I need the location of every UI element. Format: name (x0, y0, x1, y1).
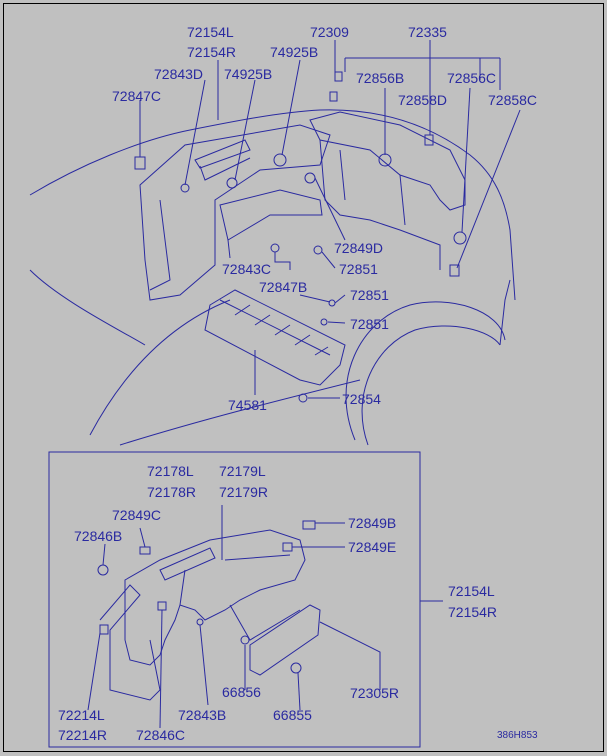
screw-icon (328, 299, 336, 307)
screw-icon (270, 243, 280, 253)
clip-icon (378, 153, 392, 167)
label-74925B-2: 74925B (224, 66, 272, 82)
rear-trim-panel (309, 111, 466, 211)
label-72849B: 72849B (348, 515, 396, 531)
label-72335: 72335 (408, 24, 447, 40)
label-72305R: 72305R (350, 685, 399, 701)
label-72851-a: 72851 (339, 261, 378, 277)
label-72849C: 72849C (112, 507, 161, 523)
inset-assembly-drawing (87, 505, 381, 729)
clip-icon (99, 624, 109, 635)
label-72847C: 72847C (112, 88, 161, 104)
label-72214L: 72214L (58, 707, 105, 723)
clip-icon (304, 172, 316, 184)
screw-icon (290, 662, 302, 674)
clip-icon (226, 177, 238, 189)
left-side-trim (139, 124, 331, 301)
label-72851-c: 72851 (350, 316, 389, 332)
label-72849D: 72849D (334, 240, 383, 256)
label-72154L-top: 72154L (187, 24, 234, 40)
main-assembly-drawing (29, 40, 521, 446)
clip-icon (157, 601, 167, 611)
diagram-code: 386H853 (497, 730, 538, 741)
screw-icon (298, 393, 308, 403)
screw-icon (196, 618, 204, 626)
label-72309: 72309 (310, 24, 349, 40)
clip-icon (282, 542, 293, 552)
label-72178L: 72178L (147, 463, 194, 479)
cover-panel (249, 604, 321, 676)
label-66855: 66855 (273, 707, 312, 723)
label-72856B: 72856B (356, 70, 404, 86)
label-72179L: 72179L (219, 463, 266, 479)
bolt-icon (180, 183, 190, 193)
label-72854: 72854 (342, 391, 381, 407)
label-72178R: 72178R (147, 484, 196, 500)
label-74925B-1: 74925B (270, 44, 318, 60)
label-72214R: 72214R (58, 727, 107, 743)
label-72849E: 72849E (348, 539, 396, 555)
screw-icon (320, 318, 328, 326)
clip-icon (302, 520, 316, 530)
wheel-arch (345, 301, 506, 441)
label-72843B: 72843B (178, 707, 226, 723)
clip-icon (334, 71, 343, 82)
label-72846C: 72846C (136, 727, 185, 743)
inset-box (48, 451, 421, 748)
label-72846B: 72846B (74, 528, 122, 544)
label-72858C: 72858C (488, 92, 537, 108)
label-74581: 74581 (228, 397, 267, 413)
label-72843C: 72843C (222, 261, 271, 277)
label-72858D: 72858D (398, 92, 447, 108)
label-72179R: 72179R (219, 484, 268, 500)
label-72154R-inset: 72154R (448, 604, 497, 620)
clip-icon (134, 156, 146, 170)
screw-icon (313, 245, 323, 255)
clip-icon (449, 264, 460, 277)
label-72154L-inset: 72154L (448, 583, 495, 599)
label-72851-b: 72851 (350, 287, 389, 303)
label-72843D: 72843D (154, 66, 203, 82)
clip-icon (139, 546, 151, 555)
screw-icon (240, 635, 250, 645)
clip-icon (273, 153, 287, 167)
car-body-outline (29, 109, 516, 301)
label-72847B: 72847B (259, 279, 307, 295)
floor-panel (204, 289, 346, 386)
grommet-icon (453, 231, 467, 245)
label-72154R-top: 72154R (187, 44, 236, 60)
clip-icon (424, 134, 434, 146)
clip-icon (97, 564, 109, 576)
clip-icon (329, 91, 338, 102)
label-66856: 66856 (222, 684, 261, 700)
label-72856C: 72856C (447, 70, 496, 86)
